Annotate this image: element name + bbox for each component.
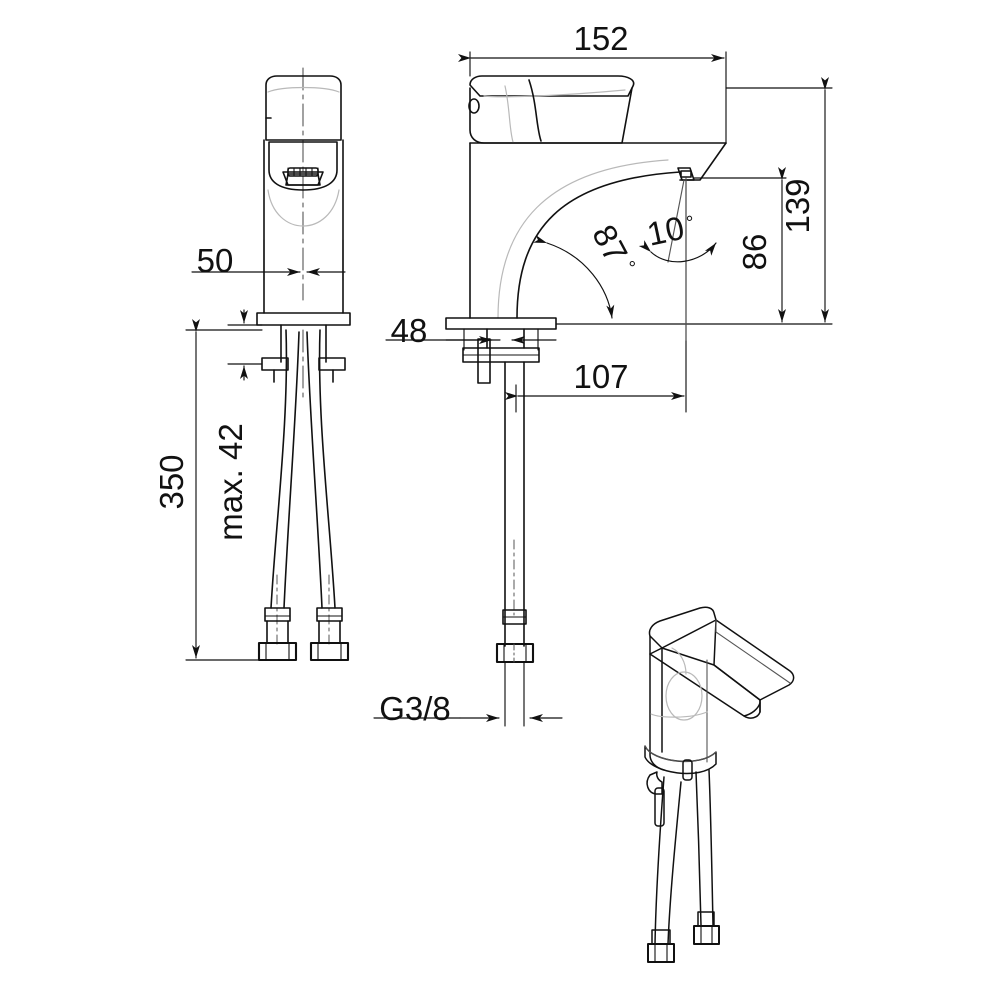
iso-base-ring-top [644,745,717,762]
side-spout-outer-curve [516,171,681,319]
side-handle-edge-light [483,89,626,98]
iso-body-cylinder-shade [665,671,703,721]
front-hose-left-outer [270,329,288,609]
front-column-shade [267,189,340,227]
side-elevation-view [445,75,727,664]
front-elevation-view [256,67,351,662]
isometric-perspective-view [644,606,795,963]
label-thread: G3/8 [379,690,451,727]
dimension-network [185,51,833,727]
iso-fixing-stud [654,787,665,827]
label-mounting-thickness: max. 42 [212,423,249,540]
label-width-overall: 152 [573,20,628,57]
front-hose-right-outer [318,329,336,609]
label-hose-length: 350 [153,454,190,509]
front-handle-body [265,75,342,141]
front-hose-left-inner [283,331,300,609]
front-neck [268,141,338,191]
front-base-flange [256,312,351,326]
label-height-overall: 139 [779,178,816,233]
iso-hexnut-right [693,925,720,945]
label-angle-spout: 10 [644,209,688,253]
anglearc-10 [638,240,717,263]
label-base-depth: 48 [391,312,428,349]
side-spout-inner-curve [497,159,669,319]
front-hose-right-inner [306,331,323,609]
iso-hose-right-a [695,771,702,926]
anglearc-87 [533,235,615,319]
label-base-diameter: 50 [197,242,234,279]
front-hexnut-right [309,641,350,662]
label-angle-spout-degree: ° [685,212,697,234]
iso-arm-tip-round [743,702,761,717]
side-aerator-face [680,170,692,178]
iso-handle-edge-shade [715,619,791,684]
front-ferrule-left [264,607,291,622]
iso-hose-left-b [667,781,682,945]
label-spout-reach: 107 [573,358,628,395]
iso-body-top-shade [671,647,687,675]
side-handle-inner-curve2 [528,79,542,142]
front-aerator-teeth [287,167,319,177]
dimension-labels: 152 139 86 107 48 50 max. 42 350 G3/8 87… [153,20,816,727]
side-handle-inner-curve [504,85,514,143]
label-spout-height: 86 [736,234,773,271]
front-ferrule-right [316,607,343,622]
iso-hexnut-left [647,943,675,963]
front-handle-highlight [267,86,340,93]
side-handle-pivot [468,98,480,114]
iso-handle-arm [713,619,795,701]
front-hexnut-left [257,641,298,662]
side-handle-top [469,75,635,97]
side-hex-coupling [495,642,535,664]
iso-hose-left-a [654,776,665,945]
iso-hose-right-b [708,769,714,926]
iso-handle-top [648,606,717,649]
label-angle-spout-group: 10 ° [644,209,697,253]
iso-shank-stud [682,759,693,781]
